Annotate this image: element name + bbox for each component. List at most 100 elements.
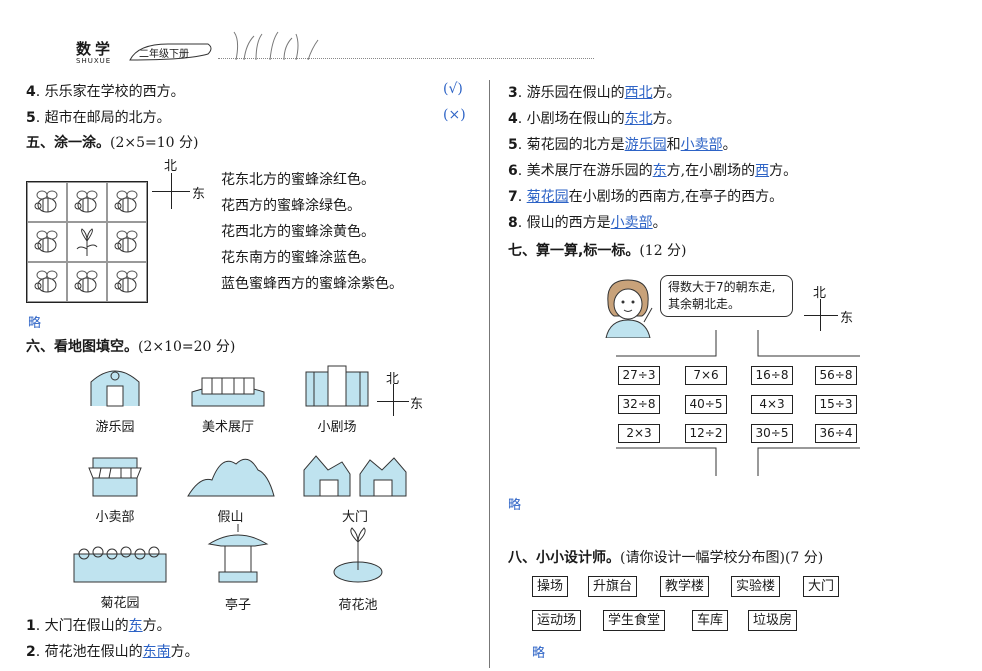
calc-card[interactable]: 15÷3 <box>815 395 857 414</box>
calc-card[interactable]: 7×6 <box>685 366 727 385</box>
word-box[interactable]: 垃圾房 <box>748 610 798 631</box>
place-art-gallery: 美术展厅 <box>183 362 273 435</box>
grid-cell[interactable] <box>27 222 67 262</box>
word-box[interactable]: 教学楼 <box>660 576 710 597</box>
word-box[interactable]: 学生食堂 <box>603 610 666 631</box>
subject-title: 数学 <box>76 40 115 58</box>
calc-card[interactable]: 12÷2 <box>685 424 727 443</box>
section-5-heading: 五、涂一涂。(2×5=10 分) <box>26 135 199 151</box>
answer-blank[interactable]: 西 <box>755 163 770 179</box>
word-box[interactable]: 实验楼 <box>731 576 781 597</box>
header-rule <box>218 58 594 59</box>
answer-blank[interactable]: 菊花园 <box>526 189 569 205</box>
grid-cell[interactable] <box>67 262 107 302</box>
grass-decoration-icon <box>226 30 326 64</box>
compass-section-7: 北 东 <box>802 282 862 332</box>
grid-cell[interactable] <box>107 182 147 222</box>
instruction-1: 花东北方的蜜蜂涂红色。 <box>221 172 375 188</box>
amusement-park-icon <box>90 370 140 407</box>
question-6-6: 6. 美术展厅在游乐园的东方,在小剧场的西方。 <box>508 163 798 179</box>
grid-cell[interactable] <box>27 182 67 222</box>
calc-card[interactable]: 16÷8 <box>751 366 793 385</box>
lotus-icon <box>333 527 383 583</box>
maze-lines <box>616 330 860 476</box>
question-6-1: 1. 大门在假山的东方。 <box>26 618 171 634</box>
column-divider <box>489 80 490 668</box>
section-7-answer: 略 <box>508 498 522 513</box>
place-pavilion: 亭子 <box>198 522 278 613</box>
bee-icon <box>74 190 98 213</box>
answer-blank[interactable]: 小卖部 <box>680 137 723 153</box>
place-main-gate: 大门 <box>300 450 410 525</box>
speech-bubble: 得数大于7的朝东走, 其余朝北走。 <box>660 275 793 317</box>
calc-card[interactable]: 4×3 <box>751 395 793 414</box>
gate-icon <box>303 455 407 497</box>
bee-grid <box>26 181 148 303</box>
word-box[interactable]: 操场 <box>532 576 569 597</box>
place-snack-shop: 小卖部 <box>70 450 160 525</box>
calc-card[interactable]: 2×3 <box>618 424 660 443</box>
calc-card[interactable]: 56÷8 <box>815 366 857 385</box>
bee-icon <box>34 190 58 213</box>
calc-card[interactable]: 27÷3 <box>618 366 660 385</box>
bee-icon <box>74 270 98 293</box>
place-chrysanthemum-garden: 菊花园 <box>70 540 170 611</box>
grid-cell[interactable] <box>27 262 67 302</box>
tf-item-4: 4. 乐乐家在学校的西方。 <box>26 84 185 100</box>
girl-illustration-icon <box>598 276 658 342</box>
grade-label: 二年级下册 <box>139 49 189 60</box>
tf-item-5: 5. 超市在邮局的北方。 <box>26 110 171 126</box>
answer-blank[interactable]: 小卖部 <box>610 215 653 231</box>
bee-icon <box>114 230 138 253</box>
place-small-theater: 小剧场 <box>292 362 382 435</box>
calc-card[interactable]: 32÷8 <box>618 395 660 414</box>
question-6-8: 8. 假山的西方是小卖部。 <box>508 215 667 231</box>
answer-blank[interactable]: 游乐园 <box>624 137 667 153</box>
question-6-2: 2. 荷花池在假山的东南方。 <box>26 644 199 660</box>
calc-card[interactable]: 36÷4 <box>815 424 857 443</box>
grid-cell[interactable] <box>107 222 147 262</box>
question-6-4: 4. 小剧场在假山的东北方。 <box>508 111 681 127</box>
question-6-3: 3. 游乐园在假山的西北方。 <box>508 85 681 101</box>
answer-blank[interactable]: 东 <box>128 618 143 634</box>
calc-card[interactable]: 30÷5 <box>751 424 793 443</box>
section-8-answer: 略 <box>532 646 546 661</box>
tf-mark-5: (×) <box>443 107 466 123</box>
word-box[interactable]: 升旗台 <box>588 576 638 597</box>
word-box[interactable]: 大门 <box>803 576 840 597</box>
place-rockery: 假山 <box>183 450 278 525</box>
section-7-heading: 七、算一算,标一标。(12 分) <box>508 243 687 259</box>
question-6-5: 5. 菊花园的北方是游乐园和小卖部。 <box>508 137 737 153</box>
chrysanthemum-garden-icon <box>73 546 167 583</box>
bee-icon <box>114 190 138 213</box>
compass-section-6: 北 东 <box>377 368 437 418</box>
grid-cell[interactable] <box>67 182 107 222</box>
compass-section-5: 北 东 <box>150 155 210 211</box>
bee-icon <box>34 230 58 253</box>
instruction-4: 花东南方的蜜蜂涂蓝色。 <box>221 250 375 266</box>
answer-blank[interactable]: 东南 <box>142 644 171 660</box>
rockery-icon <box>186 458 275 497</box>
subject-pinyin: SHUXUE <box>76 57 112 65</box>
place-amusement-park: 游乐园 <box>70 362 160 435</box>
grid-cell-center <box>67 222 107 262</box>
section-6-heading: 六、看地图填空。(2×10=20 分) <box>26 339 236 355</box>
tf-mark-4: (√) <box>443 81 463 97</box>
pavilion-icon <box>207 524 269 583</box>
section-8-heading: 八、小小设计师。(请你设计一幅学校分布图)(7 分) <box>508 550 824 566</box>
answer-blank[interactable]: 东 <box>652 163 667 179</box>
grid-cell[interactable] <box>107 262 147 302</box>
word-box[interactable]: 运动场 <box>532 610 582 631</box>
instruction-2: 花西方的蜜蜂涂绿色。 <box>221 198 361 214</box>
answer-blank[interactable]: 西北 <box>624 85 653 101</box>
flower-icon <box>76 228 98 256</box>
instruction-5: 蓝色蜜蜂西方的蜜蜂涂紫色。 <box>221 276 403 292</box>
calc-card[interactable]: 40÷5 <box>685 395 727 414</box>
art-gallery-icon <box>191 377 265 407</box>
answer-blank[interactable]: 东北 <box>624 111 653 127</box>
bee-icon <box>34 270 58 293</box>
word-box[interactable]: 车库 <box>692 610 729 631</box>
question-6-7: 7. 菊花园在小剧场的西南方,在亭子的西方。 <box>508 189 784 205</box>
instruction-3: 花西北方的蜜蜂涂黄色。 <box>221 224 375 240</box>
grade-badge-shape <box>129 43 212 61</box>
